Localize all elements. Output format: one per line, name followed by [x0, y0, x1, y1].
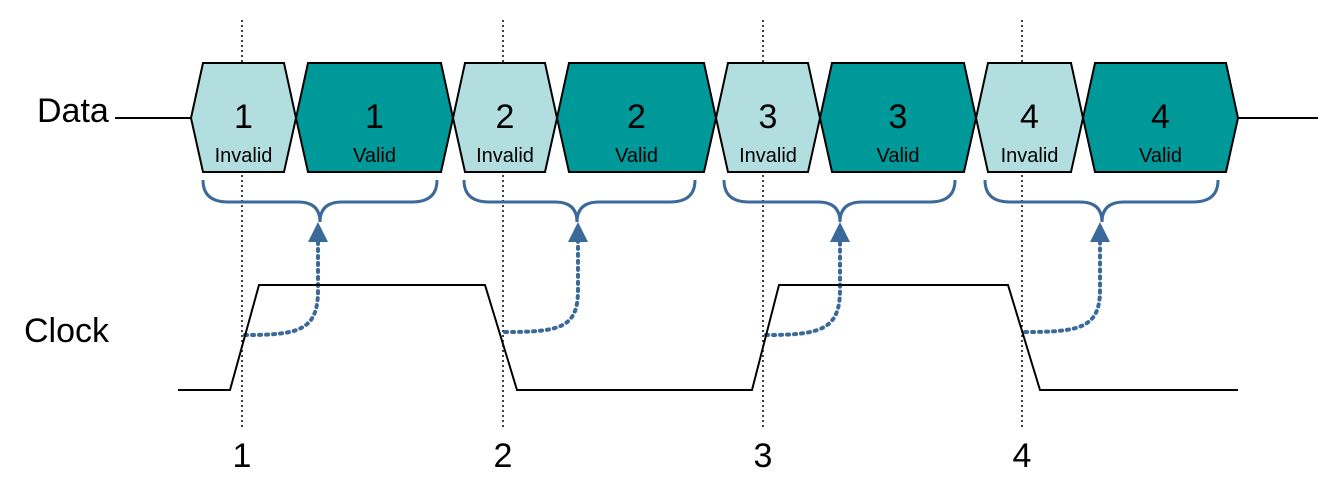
clock-waveform — [178, 284, 1238, 391]
braces — [201, 179, 1220, 223]
segment-state: Valid — [353, 145, 396, 167]
edge-number-3: 3 — [754, 437, 773, 475]
segment-state: Valid — [877, 145, 920, 167]
segment-number: 1 — [234, 98, 253, 136]
segment-state: Invalid — [476, 145, 534, 167]
segment-number: 1 — [365, 98, 384, 136]
segment-number: 4 — [1020, 98, 1039, 136]
arrow-1 — [243, 222, 328, 337]
segment-number: 3 — [759, 98, 778, 136]
causal-arrows — [243, 222, 1110, 337]
brace-4 — [983, 179, 1220, 223]
brace-2 — [462, 179, 697, 223]
segment-shape — [1081, 62, 1240, 173]
data-segments: 1Invalid1Valid2Invalid2Valid3Invalid3Val… — [189, 62, 1240, 173]
edge-markers — [241, 20, 1023, 430]
edge-number-4: 4 — [1013, 437, 1032, 475]
segment-state: Valid — [1139, 145, 1182, 167]
segment-number: 3 — [889, 98, 908, 136]
segment-number: 2 — [627, 98, 646, 136]
edge-numbers: 1 2 3 4 — [233, 437, 1032, 475]
arrow-2 — [503, 222, 588, 334]
segment-state: Invalid — [739, 145, 797, 167]
segment-state: Valid — [615, 145, 658, 167]
clock-label: Clock — [24, 312, 110, 350]
arrow-3 — [764, 222, 850, 337]
segment-state: Invalid — [215, 145, 273, 167]
edge-number-2: 2 — [494, 437, 513, 475]
data-label: Data — [37, 92, 109, 130]
segment-number: 2 — [496, 98, 515, 136]
segment-number: 4 — [1151, 98, 1170, 136]
edge-number-1: 1 — [233, 437, 252, 475]
brace-3 — [722, 179, 957, 223]
brace-1 — [201, 179, 439, 223]
segment-state: Invalid — [1001, 145, 1059, 167]
arrow-4 — [1023, 222, 1110, 334]
